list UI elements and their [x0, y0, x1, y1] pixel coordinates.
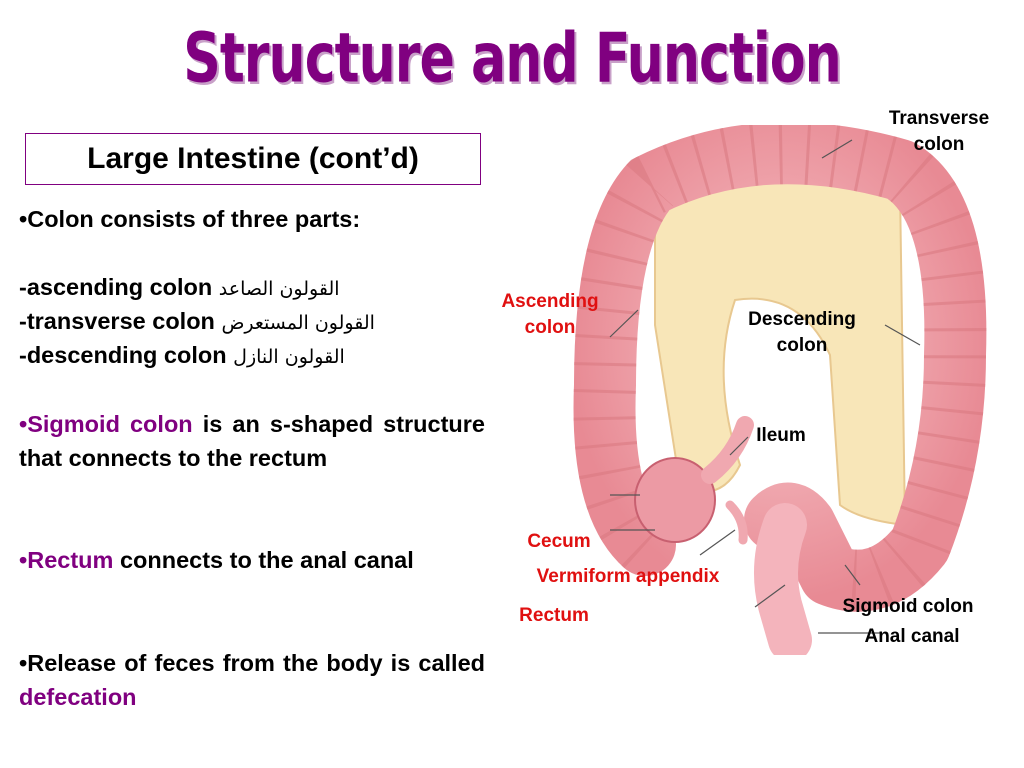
- arabic-transverse: القولون المستعرض: [221, 312, 375, 334]
- label-ileum: Ileum: [756, 425, 806, 446]
- term-transverse: -transverse colon: [19, 308, 215, 334]
- bullet-defecation: •Release of feces from the body is calle…: [19, 646, 485, 714]
- cecum-shape: [634, 457, 716, 543]
- term-ascending: -ascending colon: [19, 274, 213, 300]
- slide-title: Structure and Function: [183, 18, 841, 99]
- label-cecum: Cecum: [527, 531, 591, 552]
- list-item-descending: -descending colon القولون النازل: [19, 338, 499, 374]
- label-vermiform-appendix: Vermiform appendix: [536, 566, 720, 587]
- label-rectum: Rectum: [519, 605, 589, 626]
- colon-illustration: [573, 125, 987, 655]
- list-item-ascending: -ascending colon القولون الصاعد: [19, 270, 499, 306]
- term-descending: -descending colon: [19, 342, 227, 368]
- sigmoid-desc: is an s-shaped structure that connects t…: [19, 411, 485, 471]
- rectum-shape: [754, 503, 812, 655]
- bullet-rectum: •Rectum connects to the anal canal: [19, 543, 485, 577]
- defecation-desc: •Release of feces from the body is calle…: [19, 650, 485, 676]
- list-item-transverse: -transverse colon القولون المستعرض: [19, 304, 499, 340]
- label-ascending-colon: Ascending colon: [501, 291, 599, 338]
- rectum-desc: connects to the anal canal: [113, 547, 414, 573]
- section-heading: Large Intestine (cont’d): [25, 133, 481, 185]
- ileum-shape: [701, 416, 754, 484]
- label-descending-colon: Descending colon: [748, 309, 856, 356]
- label-anal-canal: Anal canal: [864, 626, 960, 647]
- label-transverse-colon: Transverse colon: [888, 108, 990, 155]
- term-defecation: defecation: [19, 684, 137, 710]
- term-rectum: •Rectum: [19, 547, 114, 573]
- arabic-ascending: القولون الصاعد: [218, 278, 340, 300]
- label-sigmoid-colon: Sigmoid colon: [842, 596, 974, 617]
- term-sigmoid: •Sigmoid colon: [19, 411, 193, 437]
- bullet-sigmoid: •Sigmoid colon is an s-shaped structure …: [19, 407, 485, 475]
- bullet-colon-parts: •Colon consists of three parts:: [19, 206, 361, 232]
- appendix-shape: [725, 500, 748, 545]
- leader-lines: [609, 139, 921, 634]
- arabic-descending: القولون النازل: [233, 346, 345, 368]
